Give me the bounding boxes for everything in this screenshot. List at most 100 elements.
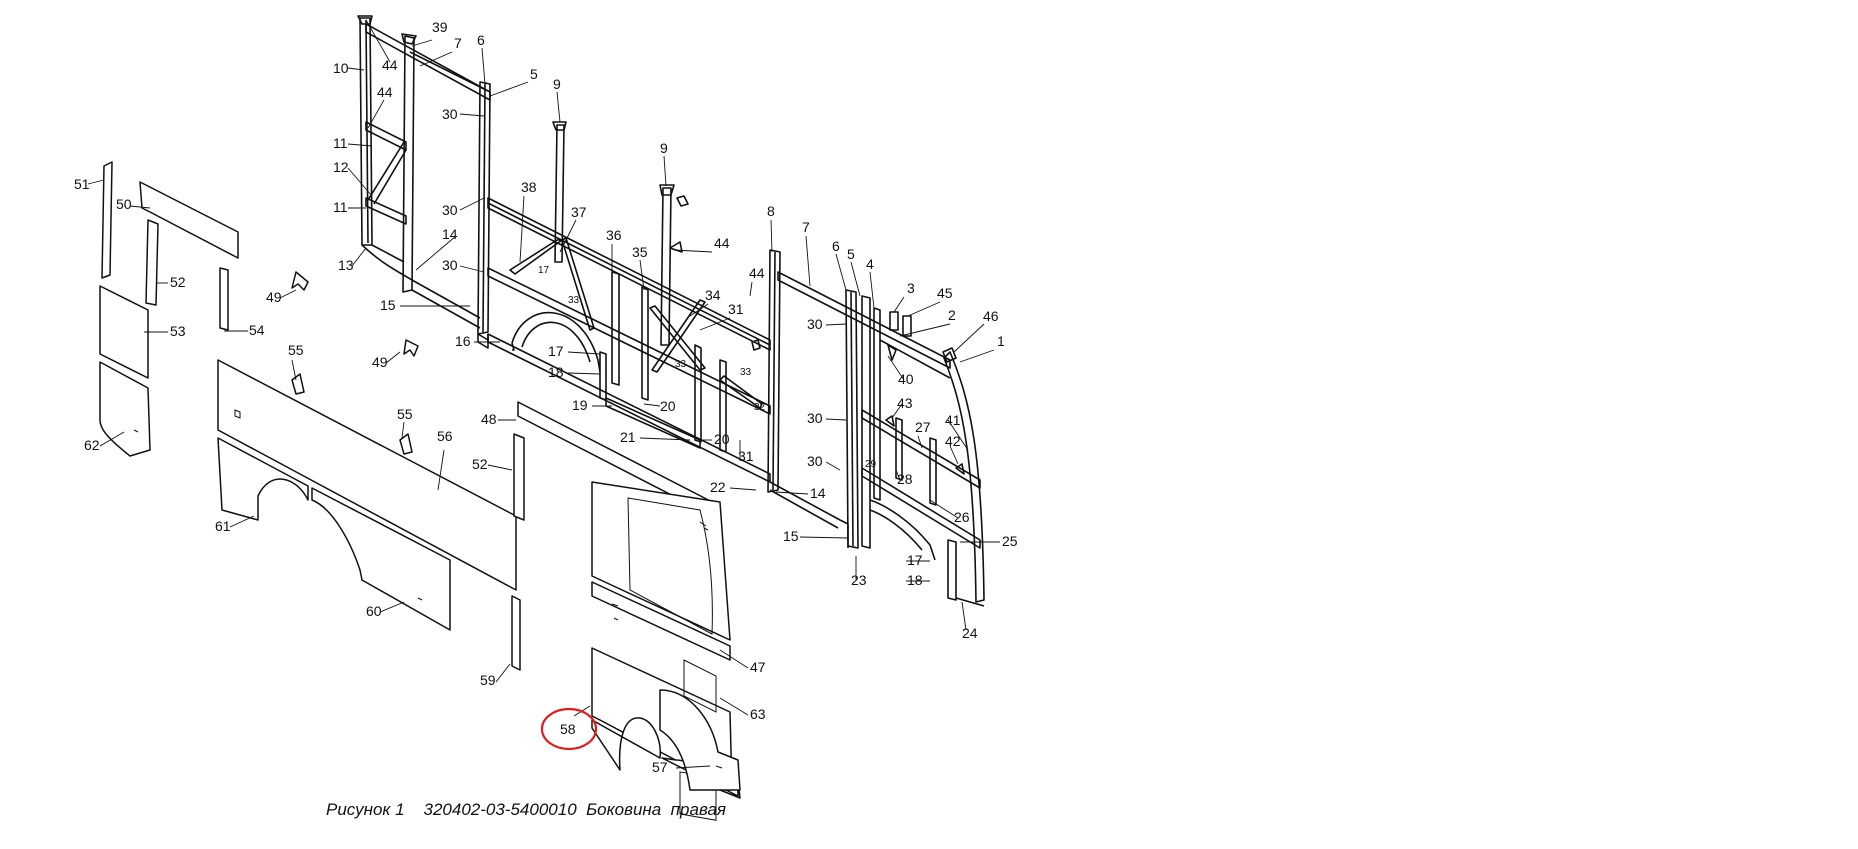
callout-20: 20 — [660, 398, 676, 414]
leader-line — [949, 445, 959, 465]
callout-11: 11 — [333, 199, 348, 215]
callout-1: 1 — [997, 333, 1005, 349]
callout-30: 30 — [807, 453, 823, 469]
leader-line — [825, 323, 847, 326]
leader-line — [365, 19, 391, 63]
callout-51: 51 — [74, 176, 90, 192]
inline-mark-32: 32 — [754, 402, 766, 413]
leader-line — [559, 219, 577, 253]
leader-line — [893, 296, 905, 313]
callout-16: 16 — [455, 333, 471, 349]
leader-line — [673, 249, 713, 253]
callout-50: 50 — [116, 196, 132, 212]
leader-line — [825, 418, 847, 421]
callout-35: 35 — [632, 244, 648, 260]
leader-line — [385, 351, 401, 364]
inline-mark-33: 33 — [675, 359, 687, 370]
leader-line — [929, 499, 959, 519]
leader-line — [917, 435, 923, 449]
leader-line — [556, 91, 561, 123]
leader-line — [279, 289, 297, 299]
inline-part-marks: 17 33 33 33 32 29 — [538, 265, 877, 470]
callout-8: 8 — [767, 203, 775, 219]
callout-62: 62 — [84, 437, 100, 453]
inline-mark-17: 17 — [538, 265, 550, 276]
leader-line — [729, 487, 757, 491]
leader-line — [770, 219, 773, 253]
leader-line — [347, 143, 373, 147]
callout-22: 22 — [710, 479, 726, 495]
callout-58: 58 — [560, 721, 576, 737]
leader-line — [87, 179, 105, 185]
leader-line — [689, 303, 709, 317]
leader-line — [495, 663, 511, 683]
leader-line — [719, 697, 749, 716]
callout-9: 9 — [660, 140, 668, 156]
callout-44: 44 — [749, 265, 765, 281]
callout-numbers: 10 44 39 7 6 5 9 44 30 11 12 11 30 38 37… — [74, 19, 1018, 775]
callout-14: 14 — [810, 485, 826, 501]
callout-53: 53 — [170, 323, 186, 339]
middle-frame — [477, 121, 841, 529]
callout-42: 42 — [945, 433, 961, 449]
leader-line — [959, 349, 995, 363]
leader-line — [347, 167, 373, 197]
callout-60: 60 — [366, 603, 382, 619]
callout-18: 18 — [907, 572, 923, 588]
leader-line — [749, 281, 753, 297]
leader-line — [487, 464, 513, 471]
callout-36: 36 — [606, 227, 622, 243]
leader-line — [379, 601, 405, 613]
leader-line — [699, 317, 731, 331]
callout-25: 25 — [1002, 533, 1018, 549]
callout-10: 10 — [333, 60, 349, 76]
callout-48: 48 — [481, 411, 497, 427]
leader-line — [869, 271, 875, 309]
inline-mark-33: 33 — [568, 295, 580, 306]
callout-18: 18 — [548, 364, 564, 380]
callout-26: 26 — [954, 509, 970, 525]
leader-line — [567, 351, 601, 355]
callout-23: 23 — [851, 572, 867, 588]
callout-46: 46 — [983, 308, 999, 324]
callout-17: 17 — [907, 552, 923, 568]
callout-13: 13 — [338, 257, 354, 273]
callout-6: 6 — [477, 32, 485, 48]
callout-30: 30 — [442, 202, 458, 218]
leader-line — [895, 469, 901, 481]
leader-line — [719, 649, 749, 669]
rear-frame — [357, 15, 491, 335]
leader-line — [291, 359, 297, 381]
callout-44: 44 — [377, 84, 393, 100]
callout-57: 57 — [652, 759, 668, 775]
callout-38: 38 — [521, 179, 537, 195]
callout-17: 17 — [548, 343, 564, 359]
leader-line — [419, 51, 453, 67]
callout-44: 44 — [382, 57, 398, 73]
front-panels — [517, 401, 741, 821]
leader-line — [229, 515, 255, 528]
inline-mark-33: 33 — [740, 367, 752, 378]
callout-24: 24 — [962, 625, 978, 641]
leader-line — [663, 155, 667, 187]
inline-mark-29: 29 — [865, 459, 877, 470]
leader-line — [961, 601, 967, 631]
callout-7: 7 — [454, 35, 462, 51]
callout-2: 2 — [948, 307, 956, 323]
leader-line — [411, 39, 433, 47]
loose-brackets — [291, 271, 419, 455]
callout-54: 54 — [249, 322, 265, 338]
callout-21: 21 — [620, 429, 636, 445]
callout-19: 19 — [572, 397, 588, 413]
callout-49: 49 — [266, 289, 282, 305]
leader-line — [639, 259, 645, 291]
callout-31: 31 — [728, 301, 744, 317]
callout-9: 9 — [553, 76, 561, 92]
leader-line — [459, 113, 485, 117]
leader-line — [415, 235, 457, 271]
callout-7: 7 — [802, 219, 810, 235]
callout-5: 5 — [847, 246, 855, 262]
rear-panels — [99, 161, 525, 671]
